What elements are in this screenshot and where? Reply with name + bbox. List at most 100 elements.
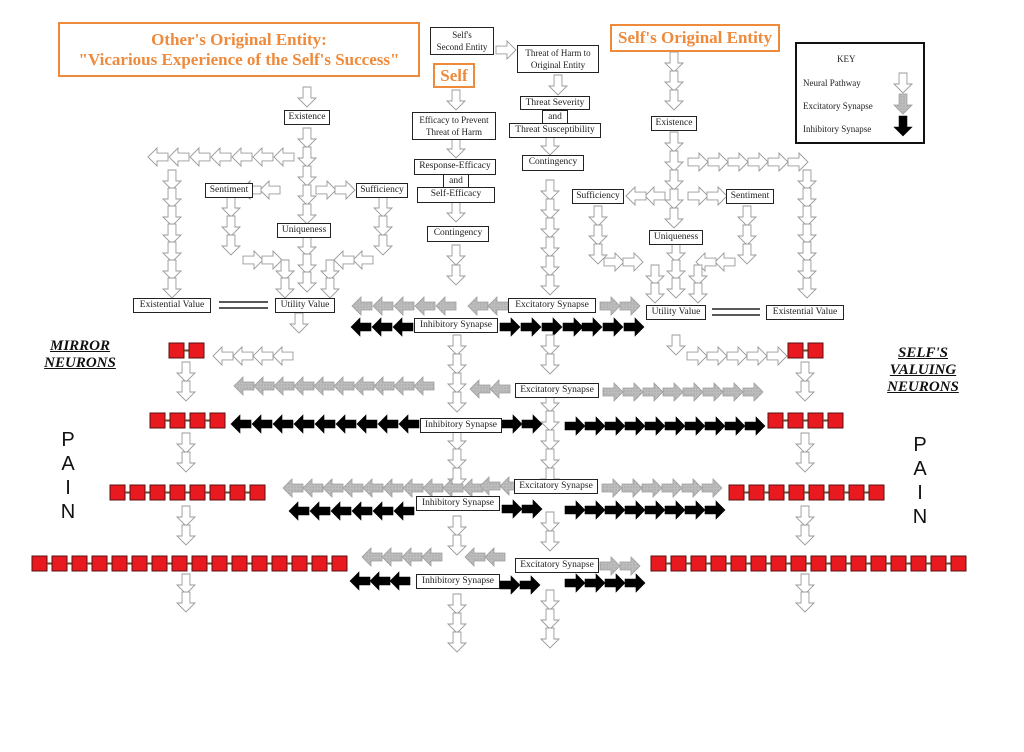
- neural-pathway-arrow: [296, 146, 318, 168]
- excitatory-synapse-arrow: [372, 296, 394, 316]
- neuron-cell: [730, 555, 747, 572]
- neural-pathway-arrow: [315, 179, 337, 201]
- valuing-neurons-line2: VALUING: [889, 362, 957, 378]
- neural-pathway-arrow: [252, 146, 274, 168]
- inhibitory-synapse-arrow: [584, 500, 606, 520]
- neural-pathway-arrow: [687, 264, 709, 286]
- neural-pathway-arrow: [794, 573, 816, 595]
- excitatory-synapse-arrow: [602, 382, 624, 402]
- neural-pathway-arrow: [175, 451, 197, 473]
- neural-pathway-arrow: [622, 251, 644, 273]
- neural-pathway-arrow: [736, 224, 758, 246]
- inhibitory-synapse-arrow: [521, 414, 543, 434]
- neural-pathway-arrow: [539, 429, 561, 451]
- excitatory-label-4: Excitatory Synapse: [515, 558, 599, 573]
- neural-pathway-arrow: [161, 259, 183, 281]
- neural-pathway-arrow: [796, 241, 818, 263]
- inhibitory-label-1: Inhibitory Synapse: [414, 318, 498, 333]
- inhibitory-synapse-arrow: [704, 500, 726, 520]
- neuron-cell: [111, 555, 128, 572]
- pain-letter: P: [61, 429, 75, 451]
- inhibitory-synapse-arrow: [501, 499, 523, 519]
- neural-pathway-arrow: [161, 223, 183, 245]
- neural-pathway-arrow: [231, 146, 253, 168]
- neuron-cell: [149, 484, 166, 501]
- contingency-right-node: Contingency: [522, 155, 584, 171]
- legend-excitatory-icon: [893, 93, 913, 115]
- neuron-cell: [807, 342, 824, 359]
- neural-pathway-arrow: [274, 277, 296, 299]
- excitatory-synapse-arrow: [479, 476, 501, 496]
- neural-pathway-arrow: [446, 534, 468, 556]
- threat-susceptibility-node: Threat Susceptibility: [509, 123, 601, 138]
- inhibitory-synapse-arrow: [541, 317, 563, 337]
- excitatory-synapse-arrow: [322, 478, 344, 498]
- neural-pathway-arrow: [446, 515, 468, 537]
- inhibitory-synapse-arrow: [272, 414, 294, 434]
- pain-letter: N: [912, 506, 928, 528]
- pain-letter: A: [913, 458, 927, 480]
- inhibitory-synapse-arrow: [684, 500, 706, 520]
- excitatory-synapse-arrow: [702, 382, 724, 402]
- neural-pathway-arrow: [787, 151, 809, 173]
- excitatory-synapse-arrow: [342, 478, 364, 498]
- neuron-cell: [149, 412, 166, 429]
- neural-pathway-arrow: [296, 203, 318, 225]
- excitatory-synapse-arrow: [742, 382, 764, 402]
- legend-label-neural: Neural Pathway: [803, 78, 861, 88]
- neuron-cell: [930, 555, 947, 572]
- neural-pathway-arrow: [252, 345, 274, 367]
- excitatory-synapse-arrow: [467, 296, 489, 316]
- neural-pathway-arrow: [175, 524, 197, 546]
- neural-pathway-arrow: [168, 146, 190, 168]
- excitatory-synapse-arrow: [619, 556, 641, 576]
- excitatory-synapse-arrow: [489, 379, 511, 399]
- neuron-cell: [171, 555, 188, 572]
- neuron-cell: [870, 555, 887, 572]
- neural-pathway-arrow: [296, 86, 318, 108]
- neural-pathway-arrow: [288, 312, 310, 334]
- neuron-cell: [168, 342, 185, 359]
- neural-pathway-arrow: [736, 205, 758, 227]
- neural-pathway-arrow: [539, 134, 561, 156]
- inhibitory-synapse-arrow: [744, 416, 766, 436]
- pain-letter: P: [913, 434, 927, 456]
- neural-pathway-arrow: [212, 345, 234, 367]
- neural-pathway-arrow: [539, 255, 561, 277]
- neuron-cell: [188, 342, 205, 359]
- neural-pathway-arrow: [539, 627, 561, 649]
- excitatory-label-3: Excitatory Synapse: [514, 479, 598, 494]
- legend-neural-icon: [892, 72, 914, 94]
- neural-pathway-arrow: [794, 591, 816, 613]
- right-sufficiency-node: Sufficiency: [572, 189, 624, 204]
- mirror-neurons-line1: MIRROR: [49, 338, 111, 354]
- legend-key: KEY Neural Pathway Excitatory Synapse In…: [795, 42, 925, 144]
- excitatory-label-2: Excitatory Synapse: [515, 383, 599, 398]
- neuron-cell: [790, 555, 807, 572]
- neuron-cell: [890, 555, 907, 572]
- inhibitory-label-4: Inhibitory Synapse: [416, 574, 500, 589]
- excitatory-synapse-arrow: [484, 547, 506, 567]
- neural-pathway-arrow: [296, 253, 318, 275]
- neural-pathway-arrow: [794, 524, 816, 546]
- inhibitory-synapse-arrow: [293, 414, 315, 434]
- neural-pathway-arrow: [273, 146, 295, 168]
- neural-pathway-arrow: [446, 372, 468, 394]
- inhibitory-synapse-arrow: [564, 573, 586, 593]
- neuron-cell: [787, 412, 804, 429]
- left-sufficiency-node: Sufficiency: [356, 183, 408, 198]
- valuing-neurons-line3: NEURONS: [887, 379, 959, 395]
- neural-pathway-arrow: [603, 251, 625, 273]
- inhibitory-synapse-arrow: [581, 317, 603, 337]
- neural-pathway-arrow: [796, 277, 818, 299]
- excitatory-synapse-arrow: [293, 376, 315, 396]
- neuron-cell: [810, 555, 827, 572]
- excitatory-synapse-arrow: [382, 478, 404, 498]
- valuing-neurons-line1: SELF'S: [897, 345, 949, 361]
- neural-pathway-arrow: [445, 264, 467, 286]
- neural-pathway-arrow: [726, 345, 748, 367]
- neuron-cell: [109, 484, 126, 501]
- excitatory-synapse-arrow: [253, 376, 275, 396]
- inhibitory-synapse-arrow: [564, 416, 586, 436]
- neural-pathway-arrow: [446, 612, 468, 634]
